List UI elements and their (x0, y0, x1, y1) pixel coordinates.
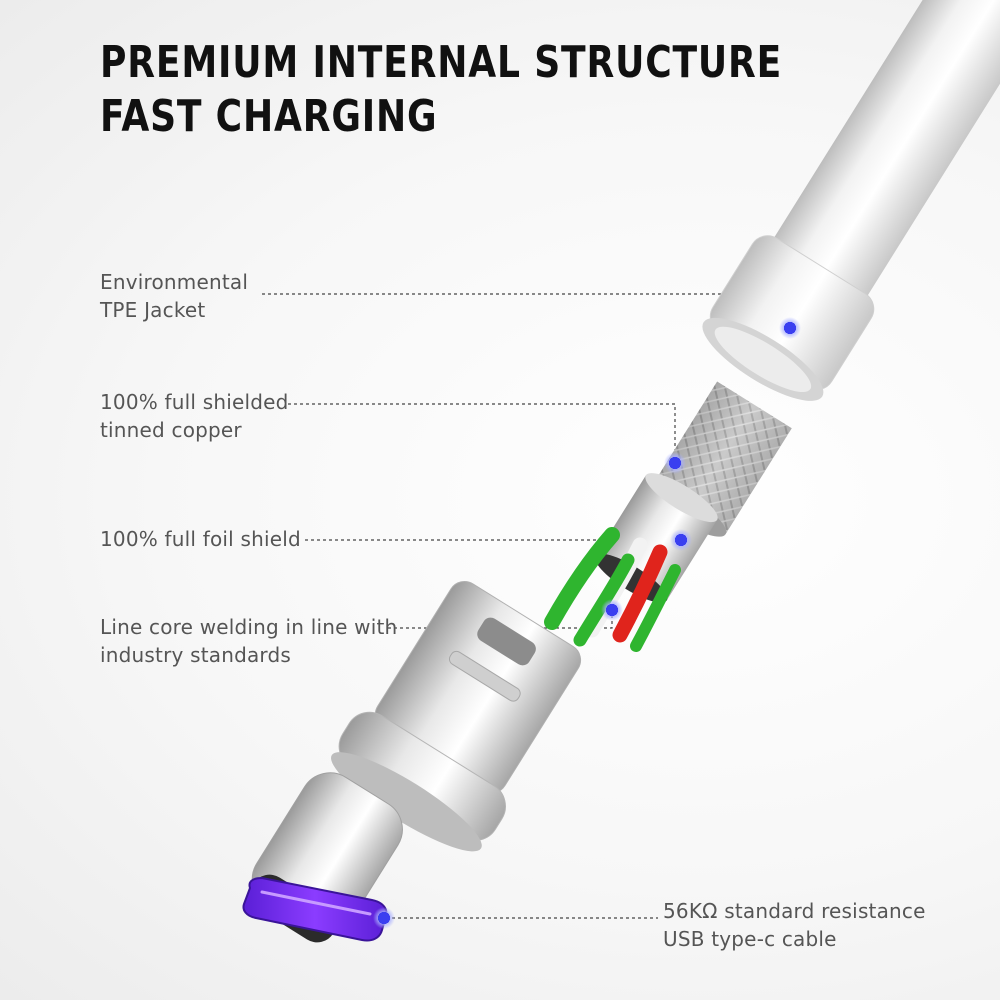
callout-tinned-copper: 100% full shielded tinned copper (100, 388, 289, 444)
marker-dot-icon (779, 317, 801, 339)
callout-foil-shield: 100% full foil shield (100, 525, 301, 553)
marker-dot-icon (664, 452, 686, 474)
inner-wires (544, 527, 681, 652)
connector-housing (331, 580, 582, 852)
leader-line-copper (288, 403, 676, 462)
usb-type-c-plug (242, 772, 403, 943)
callout-text: 100% full foil shield (100, 527, 301, 551)
tpe-jacket (702, 0, 1000, 401)
callout-tpe-jacket: Environmental TPE Jacket (100, 268, 248, 324)
callout-text: industry standards (100, 643, 292, 667)
title-line-1: PREMIUM INTERNAL STRUCTURE (100, 37, 783, 88)
callout-text: 56KΩ standard resistance (663, 899, 926, 923)
marker-dot-icon (601, 599, 623, 621)
usb-c-port (242, 876, 388, 942)
callout-text: Line core welding in line with (100, 615, 398, 639)
callout-text: USB type-c cable (663, 927, 837, 951)
callout-text: tinned copper (100, 418, 242, 442)
callout-text: 100% full shielded (100, 390, 289, 414)
marker-dot-icon (373, 907, 395, 929)
callout-text: Environmental (100, 270, 249, 294)
callout-resistance: 56KΩ standard resistance USB type-c cabl… (663, 897, 926, 953)
page-title: PREMIUM INTERNAL STRUCTURE FAST CHARGING (100, 36, 782, 144)
title-line-2: FAST CHARGING (100, 91, 438, 142)
callout-text: TPE Jacket (100, 298, 206, 322)
marker-dots (373, 317, 801, 929)
marker-dot-icon (670, 529, 692, 551)
callout-line-core-welding: Line core welding in line with industry … (100, 613, 397, 669)
